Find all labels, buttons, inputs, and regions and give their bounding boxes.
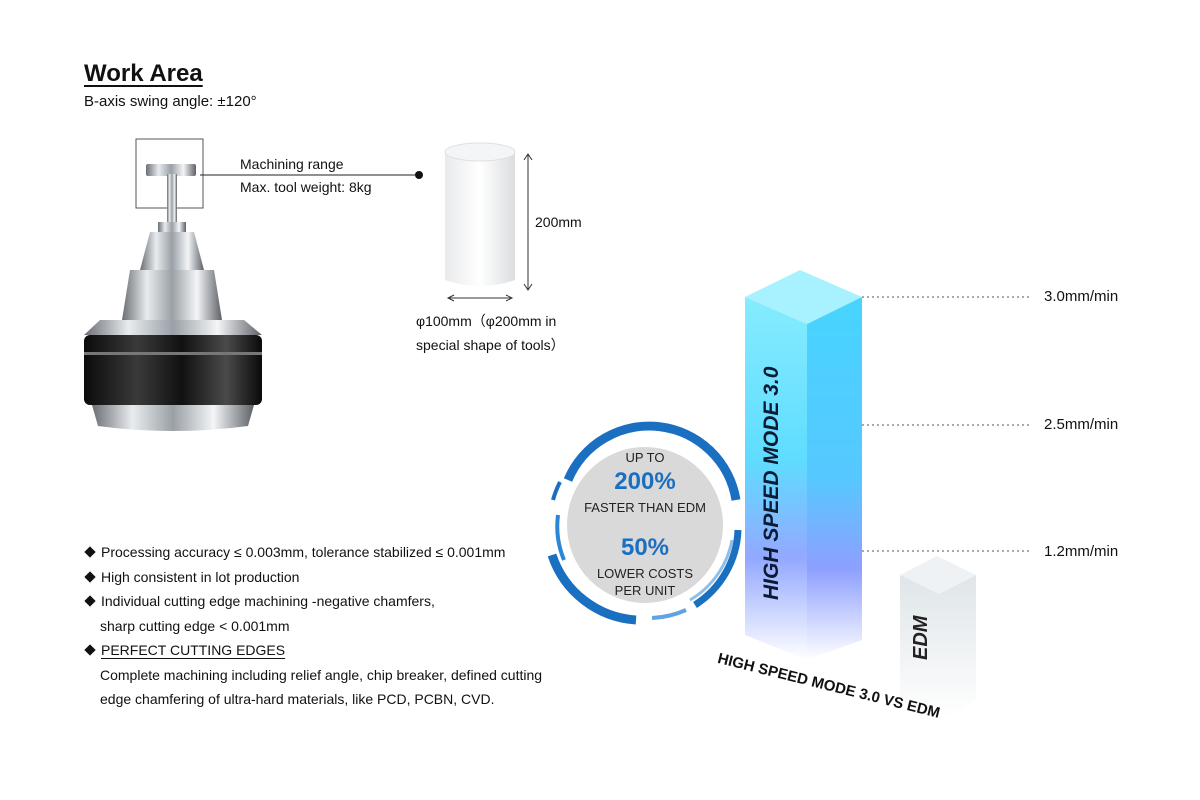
hsm-bar-front (745, 297, 807, 660)
tool-weight-label: Max. tool weight: 8kg (240, 179, 372, 195)
feature-item-continued: edge chamfering of ultra-hard materials,… (100, 691, 495, 707)
badge-percent-50: 50% (620, 534, 670, 561)
badge-faster: FASTER THAN EDM (584, 500, 706, 515)
ref-label-2-5: 2.5mm/min (1044, 416, 1119, 433)
height-label: 200mm (535, 214, 582, 230)
feature-item: Individual cutting edge machining -negat… (84, 589, 542, 614)
badge-up-to: UP TO (625, 450, 665, 465)
hsm-bar-side (807, 297, 862, 660)
badge-per-unit: PER UNIT (614, 583, 676, 598)
page-title: Work Area (84, 60, 203, 87)
badge-lower-costs: LOWER COSTS (596, 566, 694, 581)
hsm-bar-top (745, 270, 862, 324)
edm-bar-top (900, 556, 976, 594)
callout-line (200, 171, 423, 179)
speed-comparison-chart (745, 270, 1030, 720)
ref-label-1-2: 1.2mm/min (1044, 543, 1119, 560)
diamond-bullet-icon (84, 546, 96, 558)
workpiece-cylinder (444, 142, 533, 302)
edm-bar-side (939, 575, 976, 720)
feature-item-continued: Complete machining including relief angl… (100, 666, 543, 683)
feature-item: High consistent in lot production (84, 565, 542, 590)
badge-percent-200: 200% (614, 468, 676, 495)
diameter-label-line2: special shape of tools） (416, 337, 565, 353)
diamond-bullet-icon (84, 595, 96, 607)
diameter-label-line1: φ100mm（φ200mm in (416, 313, 557, 329)
feature-list: Processing accuracy ≤ 0.003mm, tolerance… (84, 540, 543, 712)
feature-item-continued: sharp cutting edge < 0.001mm (100, 617, 290, 634)
hsm-bar-label: HIGH SPEED MODE 3.0 (760, 366, 783, 600)
diamond-bullet-icon (84, 644, 96, 656)
page-subtitle: B-axis swing angle: ±120° (84, 93, 257, 110)
spindle-illustration (84, 138, 262, 431)
machining-range-label: Machining range (240, 156, 344, 172)
ref-label-3-0: 3.0mm/min (1044, 288, 1119, 305)
feature-item: Processing accuracy ≤ 0.003mm, tolerance… (84, 540, 542, 565)
edm-bar-front (900, 575, 939, 720)
perfect-cutting-edges-heading: PERFECT CUTTING EDGES (101, 642, 286, 658)
diamond-bullet-icon (84, 570, 96, 583)
feature-item: PERFECT CUTTING EDGES (84, 638, 542, 663)
performance-badge (547, 421, 742, 625)
edm-bar-label: EDM (910, 615, 932, 660)
